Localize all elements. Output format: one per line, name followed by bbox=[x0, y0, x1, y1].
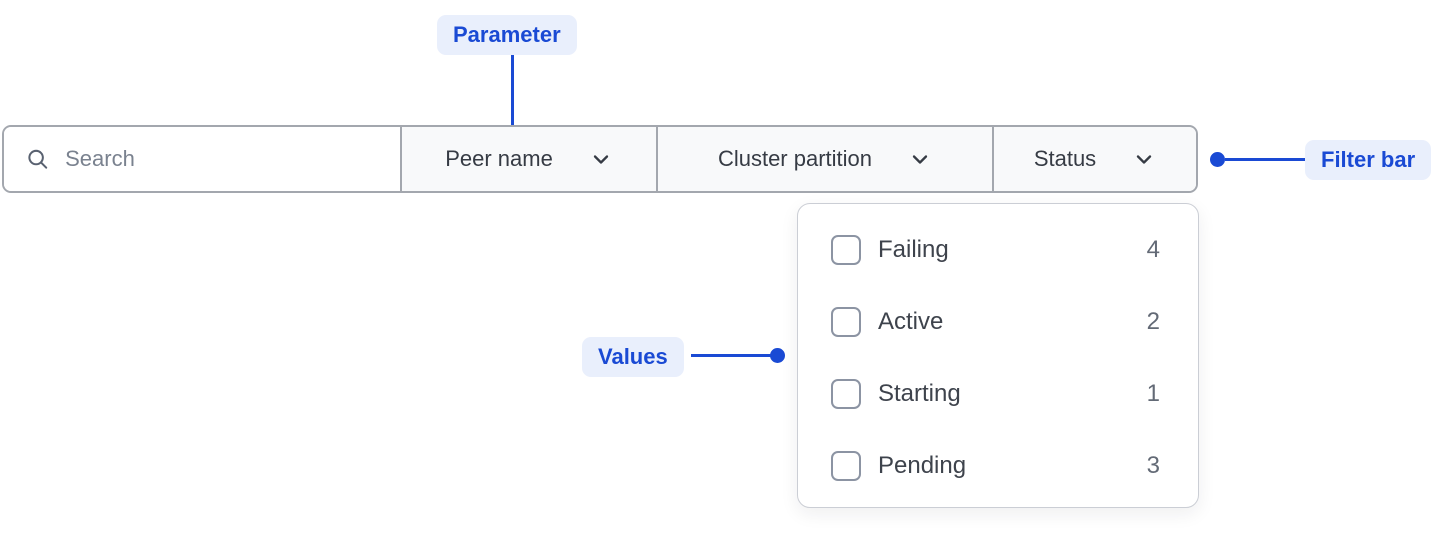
parameter-connector-line bbox=[511, 55, 514, 135]
chevron-down-icon bbox=[593, 155, 608, 164]
chevron-down-icon bbox=[912, 155, 928, 164]
menu-item-label: Failing bbox=[878, 236, 949, 263]
filter-dropdown-status-label: Status bbox=[1033, 146, 1097, 171]
menu-item-active[interactable]: Active 2 bbox=[798, 298, 1198, 346]
checkbox-active[interactable] bbox=[831, 307, 861, 337]
filter-bar: Peer name Cluster partition Status bbox=[2, 125, 1198, 193]
parameter-annotation-label: Parameter bbox=[437, 15, 577, 55]
menu-item-count: 3 bbox=[1146, 452, 1160, 479]
menu-item-label: Pending bbox=[878, 452, 967, 479]
checkbox-pending[interactable] bbox=[831, 451, 861, 481]
filter-dropdown-cluster-partition[interactable]: Cluster partition bbox=[656, 127, 992, 191]
values-connector-dot bbox=[770, 348, 785, 363]
search-input[interactable] bbox=[65, 146, 380, 172]
menu-item-starting[interactable]: Starting 1 bbox=[798, 370, 1198, 418]
menu-item-count: 1 bbox=[1146, 380, 1160, 407]
search-icon bbox=[28, 149, 48, 169]
filter-dropdown-cluster-partition-label: Cluster partition bbox=[717, 146, 873, 171]
values-annotation-label: Values bbox=[582, 337, 684, 377]
menu-item-count: 4 bbox=[1146, 236, 1160, 263]
filter-dropdown-peer-name-label: Peer name bbox=[445, 146, 553, 171]
menu-item-pending[interactable]: Pending 3 bbox=[798, 442, 1198, 490]
filter-bar-connector-dot bbox=[1210, 152, 1225, 167]
checkbox-failing[interactable] bbox=[831, 235, 861, 265]
status-dropdown-menu: Failing 4 Active 2 Starting 1 Pending 3 bbox=[797, 203, 1199, 508]
menu-item-failing[interactable]: Failing 4 bbox=[798, 226, 1198, 274]
values-connector-line bbox=[691, 354, 773, 357]
menu-item-label: Active bbox=[878, 308, 944, 335]
chevron-down-icon bbox=[1137, 155, 1152, 164]
filter-bar-connector-line bbox=[1225, 158, 1305, 161]
filter-dropdown-status[interactable]: Status bbox=[992, 127, 1196, 191]
menu-item-label: Starting bbox=[878, 380, 961, 407]
search-field[interactable] bbox=[4, 127, 400, 191]
filter-dropdown-peer-name[interactable]: Peer name bbox=[400, 127, 656, 191]
checkbox-starting[interactable] bbox=[831, 379, 861, 409]
menu-item-count: 2 bbox=[1146, 308, 1160, 335]
filter-bar-annotation-label: Filter bar bbox=[1305, 140, 1432, 180]
